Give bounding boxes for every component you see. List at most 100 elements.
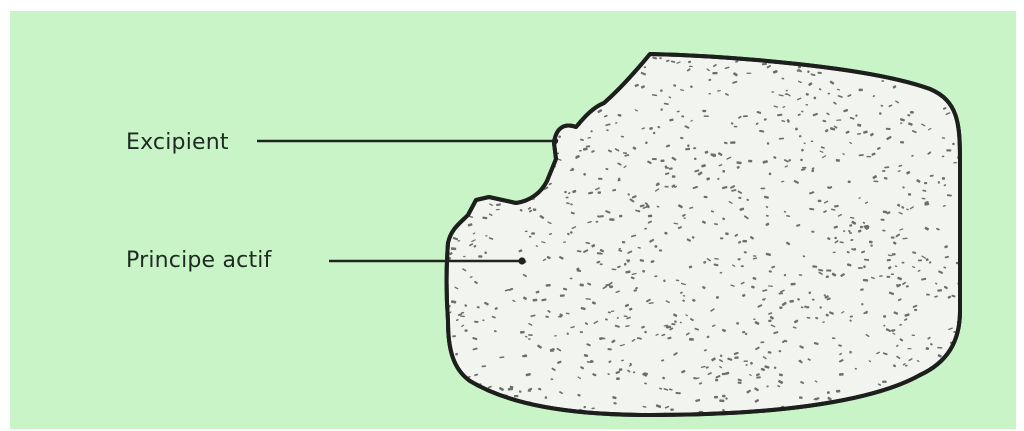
- particle: [942, 156, 945, 158]
- particle: [818, 200, 822, 202]
- particle: [689, 66, 693, 68]
- particle: [477, 306, 480, 308]
- particle: [937, 347, 942, 349]
- principe-actif-leader-dot: [518, 257, 525, 264]
- particle: [654, 275, 657, 277]
- particle: [583, 406, 586, 408]
- particle: [693, 147, 696, 149]
- particle: [560, 294, 565, 297]
- particle: [451, 247, 457, 250]
- particle: [908, 193, 911, 195]
- particle: [715, 379, 718, 382]
- particle: [533, 299, 538, 302]
- particle: [848, 181, 851, 184]
- particle: [546, 284, 551, 287]
- particle: [736, 322, 739, 324]
- particle: [609, 218, 614, 221]
- particle: [771, 91, 774, 93]
- particle: [644, 66, 647, 68]
- particle: [533, 208, 537, 211]
- particle: [531, 232, 535, 234]
- tablet-diagram: [10, 11, 1016, 429]
- particle: [802, 167, 807, 169]
- particle: [738, 258, 741, 260]
- particle: [520, 331, 525, 334]
- particle: [528, 334, 533, 336]
- particle: [824, 294, 826, 296]
- particle: [528, 390, 532, 392]
- particle: [481, 365, 486, 367]
- particle: [665, 167, 669, 169]
- particle: [670, 408, 674, 410]
- particle: [901, 262, 904, 264]
- particle: [767, 142, 769, 144]
- particle: [742, 240, 747, 243]
- particle: [579, 150, 582, 152]
- particle: [719, 399, 724, 402]
- particle: [524, 354, 527, 356]
- particle: [873, 180, 878, 182]
- particle: [907, 348, 911, 349]
- particle: [689, 338, 694, 341]
- particle: [586, 145, 590, 147]
- particle: [836, 159, 840, 162]
- particle: [702, 110, 706, 113]
- particle: [680, 137, 683, 139]
- particle: [748, 160, 752, 163]
- particle: [858, 267, 863, 269]
- particle: [622, 241, 626, 244]
- particle: [743, 115, 748, 117]
- particle: [942, 177, 945, 180]
- particle: [730, 141, 736, 144]
- particle: [694, 158, 697, 161]
- particle: [570, 278, 573, 280]
- particle: [779, 292, 784, 294]
- principe-actif-label: Principe actif: [126, 250, 272, 272]
- particle: [734, 356, 739, 359]
- particle: [746, 73, 751, 74]
- particle: [598, 178, 603, 180]
- particle: [849, 232, 852, 234]
- particle: [882, 170, 886, 172]
- particle: [946, 149, 951, 151]
- excipient-label: Excipient: [126, 132, 229, 154]
- particle: [712, 72, 717, 75]
- particle: [753, 255, 757, 257]
- particle: [652, 158, 657, 160]
- particle: [863, 265, 866, 268]
- excipient-leader-dot: [552, 138, 558, 144]
- particle: [666, 326, 671, 329]
- particle: [525, 231, 528, 233]
- particle: [734, 126, 738, 128]
- particle: [648, 215, 653, 218]
- particle: [722, 170, 725, 173]
- particle: [545, 396, 548, 399]
- particle: [819, 306, 821, 308]
- particle: [474, 321, 479, 323]
- particle: [722, 395, 726, 398]
- particle: [693, 377, 697, 379]
- particle: [834, 237, 837, 239]
- particle: [881, 80, 884, 82]
- particle: [910, 111, 914, 114]
- particle: [914, 309, 917, 311]
- particle: [600, 263, 603, 265]
- particle: [860, 226, 863, 228]
- particle: [741, 265, 744, 267]
- particle: [720, 237, 724, 239]
- particle: [799, 396, 803, 399]
- particle: [704, 115, 709, 117]
- particle: [768, 320, 772, 323]
- particle: [660, 160, 664, 163]
- particle: [675, 392, 680, 394]
- particle: [866, 156, 871, 158]
- particle: [918, 259, 922, 261]
- particle: [891, 273, 894, 275]
- diagram-panel: Excipient Principe actif: [10, 11, 1016, 429]
- particle: [464, 329, 467, 331]
- particle: [514, 395, 519, 397]
- particle: [616, 377, 620, 380]
- particle: [452, 335, 456, 337]
- particle: [892, 253, 896, 256]
- particle: [791, 283, 796, 286]
